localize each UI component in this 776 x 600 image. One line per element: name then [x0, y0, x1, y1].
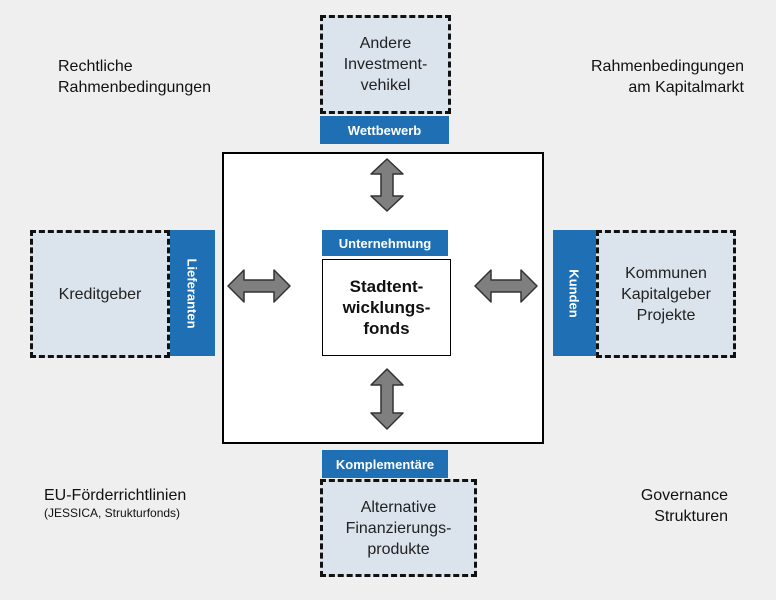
competition-line-2: Investment-	[343, 56, 428, 73]
fund-line-1: Stadtent-	[349, 277, 424, 296]
customers-tag-label: Kunden	[567, 268, 583, 318]
legal-framework-label: Rechtliche Rahmenbedingungen	[58, 56, 211, 98]
suppliers-tag: Lieferanten	[170, 230, 215, 356]
competition-tag-label: Wettbewerb	[347, 122, 422, 138]
complementors-line-3: produkte	[367, 540, 430, 558]
legal-framework-line-1: Rechtliche	[58, 58, 133, 75]
competition-line-1: Andere	[359, 35, 412, 52]
fund-line-3: fonds	[363, 319, 410, 338]
eu-funding-label: EU-Förderrichtlinien (JESSICA, Strukturf…	[44, 485, 186, 521]
suppliers-line-1: Kreditgeber	[58, 285, 142, 303]
urban-development-fund-box: Stadtent- wicklungs- fonds	[322, 259, 451, 356]
company-tag-label: Unternehmung	[338, 235, 432, 251]
capital-market-label: Rahmenbedingungen am Kapitalmarkt	[591, 56, 744, 98]
governance-line-1: Governance	[640, 487, 728, 504]
competition-tag: Wettbewerb	[320, 116, 449, 144]
fund-line-2: wicklungs-	[342, 298, 431, 317]
governance-line-2: Strukturen	[654, 508, 728, 525]
competition-line-3: vehikel	[360, 77, 411, 94]
double-arrow-right-icon	[474, 269, 538, 303]
customers-line-2: Kapitalgeber	[621, 285, 711, 303]
double-arrow-bottom-icon	[370, 368, 404, 430]
complementors-box: Alternative Finanzierungs- produkte	[320, 479, 477, 577]
customers-line-1: Kommunen	[625, 264, 707, 282]
complementors-line-1: Alternative	[360, 498, 437, 516]
customers-box: Kommunen Kapitalgeber Projekte	[596, 230, 736, 358]
capital-market-line-2: am Kapitalmarkt	[628, 79, 744, 96]
complementors-line-2: Finanzierungs-	[345, 519, 452, 537]
double-arrow-top-icon	[370, 158, 404, 212]
legal-framework-line-2: Rahmenbedingungen	[58, 79, 212, 96]
customers-tag: Kunden	[553, 230, 596, 356]
capital-market-line-1: Rahmenbedingungen	[590, 58, 744, 75]
complementors-tag: Komplementäre	[322, 450, 448, 478]
suppliers-tag-label: Lieferanten	[185, 257, 201, 329]
governance-label: Governance Strukturen	[641, 485, 728, 527]
double-arrow-left-icon	[227, 269, 291, 303]
customers-line-3: Projekte	[636, 306, 696, 324]
complementors-tag-label: Komplementäre	[335, 456, 435, 472]
competition-box: Andere Investment- vehikel	[320, 15, 451, 114]
company-tag: Unternehmung	[322, 230, 448, 256]
eu-funding-title: EU-Förderrichtlinien	[44, 487, 187, 504]
suppliers-box: Kreditgeber	[30, 230, 170, 358]
eu-funding-subtitle: (JESSICA, Strukturfonds)	[44, 506, 181, 520]
